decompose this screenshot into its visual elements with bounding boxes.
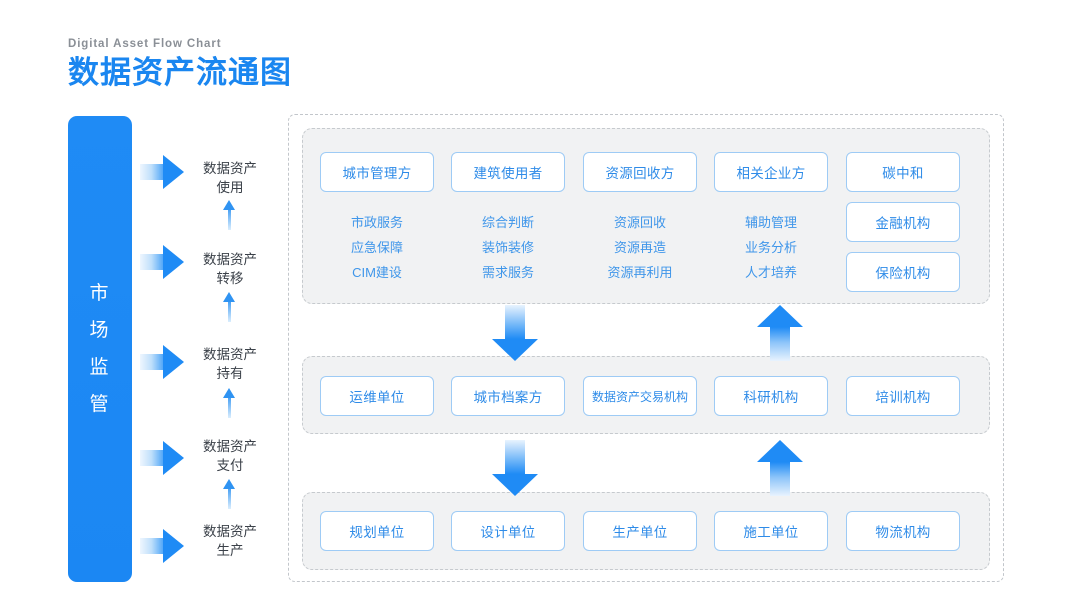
node-logistics-institution[interactable]: 物流机构 xyxy=(846,511,960,551)
sub-item-resource-remanufacture: 资源再造 xyxy=(613,240,666,255)
flow-stage-hold: 数据资产 持有 xyxy=(182,345,278,383)
sub-item-cim-construction: CIM建设 xyxy=(352,265,402,280)
stage-line-1: 数据资产 xyxy=(203,252,257,267)
right-arrow-icon-5 xyxy=(140,529,184,563)
up-arrow-icon-2 xyxy=(219,292,241,322)
down-arrow-icon-2 xyxy=(492,440,538,496)
page-subtitle-en: Digital Asset Flow Chart xyxy=(68,38,222,50)
node-resource-recycler[interactable]: 资源回收方 xyxy=(583,152,697,192)
node-related-enterprise[interactable]: 相关企业方 xyxy=(714,152,828,192)
right-arrow-icon-3 xyxy=(140,345,184,379)
thin-arrow-head xyxy=(223,200,235,210)
flow-stage-transfer: 数据资产 转移 xyxy=(182,250,278,288)
arrow-shaft xyxy=(140,538,164,554)
node-research-institution[interactable]: 科研机构 xyxy=(714,376,828,416)
sub-item-resource-reuse: 资源再利用 xyxy=(607,265,673,280)
node-city-manager[interactable]: 城市管理方 xyxy=(320,152,434,192)
sub-item-talent-training: 人才培养 xyxy=(744,265,797,280)
up-arrow-icon-1 xyxy=(219,200,241,230)
arrow-head xyxy=(163,441,184,475)
sub-item-municipal-service: 市政服务 xyxy=(350,215,403,230)
flow-arrow-shaft xyxy=(770,462,790,496)
bar-char-2: 场 xyxy=(89,319,111,341)
stage-line-2: 使用 xyxy=(216,180,244,196)
arrow-shaft xyxy=(140,354,164,370)
thin-arrow-shaft xyxy=(228,298,231,322)
node-financial-institution[interactable]: 金融机构 xyxy=(846,202,960,242)
up-arrow-icon-4 xyxy=(219,479,241,509)
sub-item-decoration: 装饰装修 xyxy=(481,240,534,255)
arrow-shaft xyxy=(140,450,164,466)
thin-arrow-shaft xyxy=(228,394,231,418)
page-header: Digital Asset Flow Chart 数据资产流通图 xyxy=(68,38,292,91)
node-building-user[interactable]: 建筑使用者 xyxy=(451,152,565,192)
thin-arrow-head xyxy=(223,388,235,398)
market-supervision-label: 市 场 监 管 xyxy=(89,275,110,423)
node-design-unit[interactable]: 设计单位 xyxy=(451,511,565,551)
right-arrow-icon-4 xyxy=(140,441,184,475)
diagram-outer-frame xyxy=(288,114,1004,582)
stage-line-1: 数据资产 xyxy=(203,347,257,362)
stage-line-2: 转移 xyxy=(216,271,244,287)
thin-arrow-head xyxy=(223,479,235,489)
flow-stage-payment: 数据资产 支付 xyxy=(182,437,278,475)
node-operation-unit[interactable]: 运维单位 xyxy=(320,376,434,416)
flow-stage-production: 数据资产 生产 xyxy=(182,522,278,560)
right-arrow-icon-1 xyxy=(140,155,184,189)
arrow-head xyxy=(163,155,184,189)
up-arrow-icon-5 xyxy=(757,305,803,361)
page-title: 数据资产流通图 xyxy=(68,55,292,90)
flow-arrow-shaft xyxy=(505,440,525,474)
bar-char-3: 监 xyxy=(89,357,111,378)
up-arrow-icon-6 xyxy=(757,440,803,496)
node-production-unit[interactable]: 生产单位 xyxy=(583,511,697,551)
flow-arrow-head xyxy=(492,474,538,496)
bar-char-4: 管 xyxy=(89,394,111,416)
flow-arrow-shaft xyxy=(505,305,525,339)
arrow-head xyxy=(163,245,184,279)
node-planning-unit[interactable]: 规划单位 xyxy=(320,511,434,551)
flow-arrow-shaft xyxy=(770,327,790,361)
sub-item-auxiliary-management: 辅助管理 xyxy=(744,215,797,230)
stage-line-1: 数据资产 xyxy=(203,524,257,539)
node-city-archive[interactable]: 城市档案方 xyxy=(451,376,565,416)
right-arrow-icon-2 xyxy=(140,245,184,279)
node-construction-unit[interactable]: 施工单位 xyxy=(714,511,828,551)
stage-line-2: 生产 xyxy=(216,543,244,559)
up-arrow-icon-3 xyxy=(219,388,241,418)
sub-item-business-analysis: 业务分析 xyxy=(744,240,797,255)
arrow-head xyxy=(163,529,184,563)
sub-item-resource-recovery: 资源回收 xyxy=(613,215,666,230)
market-supervision-bar: 市 场 监 管 xyxy=(68,116,132,582)
arrow-shaft xyxy=(140,164,164,180)
down-arrow-icon-1 xyxy=(492,305,538,361)
stage-line-2: 支付 xyxy=(216,458,244,474)
flow-stage-use: 数据资产 使用 xyxy=(182,159,278,197)
bar-char-1: 市 xyxy=(89,282,111,304)
stage-line-1: 数据资产 xyxy=(203,439,257,454)
node-carbon-neutral[interactable]: 碳中和 xyxy=(846,152,960,192)
stage-line-2: 持有 xyxy=(216,366,244,382)
flow-arrow-head xyxy=(757,305,803,327)
thin-arrow-shaft xyxy=(228,206,231,230)
thin-arrow-shaft xyxy=(228,485,231,509)
arrow-head xyxy=(163,345,184,379)
flow-arrow-head xyxy=(492,339,538,361)
stage-line-1: 数据资产 xyxy=(203,161,257,176)
arrow-shaft xyxy=(140,254,164,270)
sub-item-comprehensive-judgement: 综合判断 xyxy=(481,215,534,230)
sub-item-emergency-support: 应急保障 xyxy=(350,240,403,255)
node-insurance-institution[interactable]: 保险机构 xyxy=(846,252,960,292)
thin-arrow-head xyxy=(223,292,235,302)
node-training-institution[interactable]: 培训机构 xyxy=(846,376,960,416)
flow-arrow-head xyxy=(757,440,803,462)
sub-item-demand-service: 需求服务 xyxy=(481,265,534,280)
node-data-asset-exchange[interactable]: 数据资产交易机构 xyxy=(583,376,697,416)
